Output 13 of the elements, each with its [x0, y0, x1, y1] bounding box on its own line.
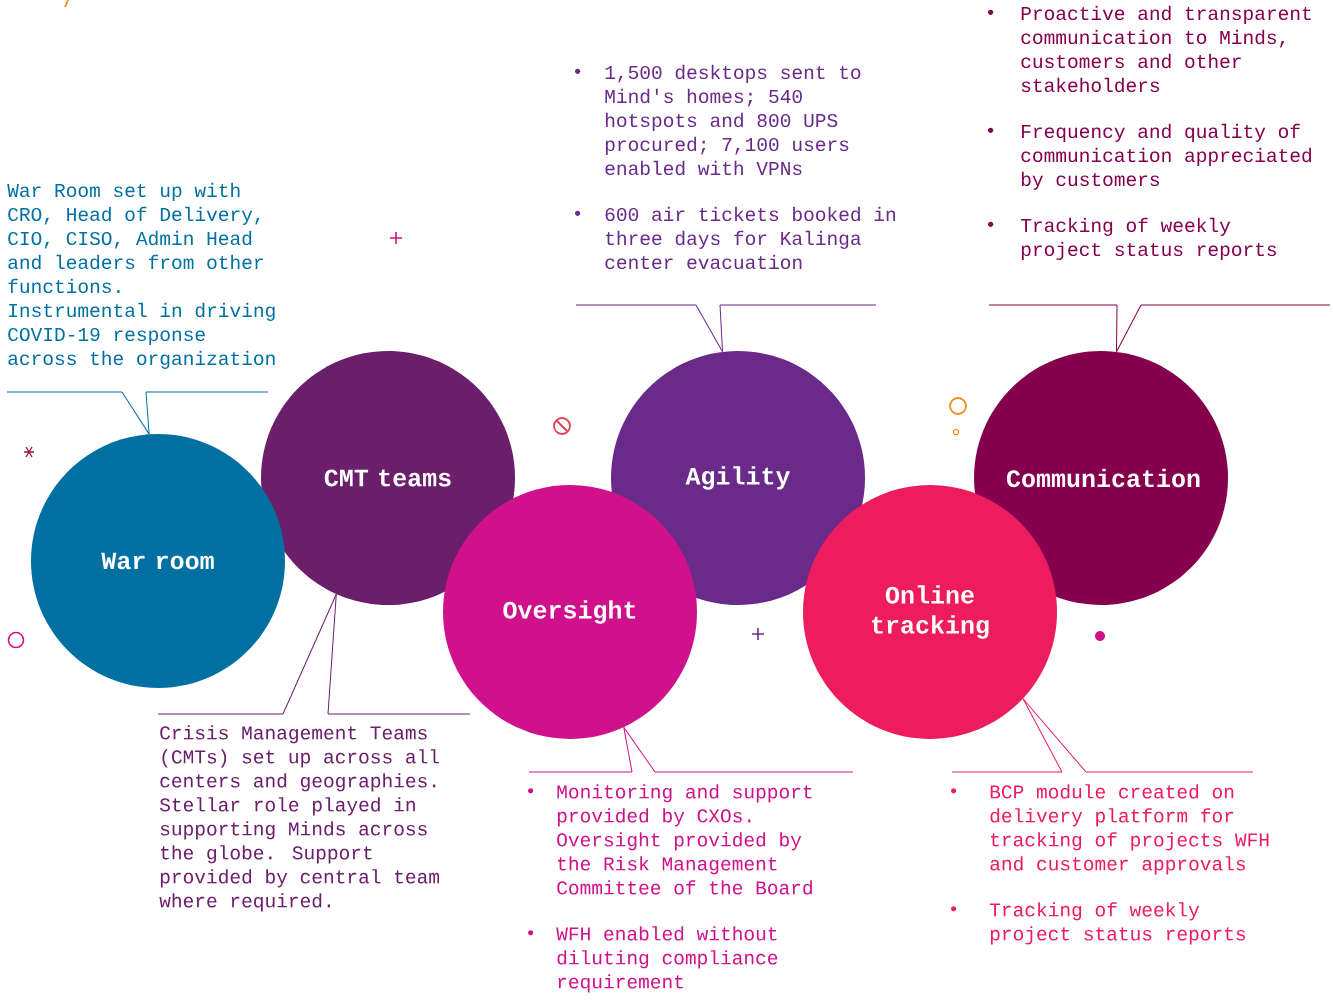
node-label: Tracking of weekly project status reports	[1020, 217, 1276, 260]
speech-callout: 1,500 desktops sent to Mind's homes; 540 hotspots and 800 UPS procured; 7,100 users enabled with VPNs 600 air tickets booked in three days for Kalinga center evacuation	[575, 64, 895, 306]
node-label: 600 air tickets booked in three days for Kalinga center evacuation	[605, 206, 895, 270]
node-label: Frequency and quality of communication appreciated by customers	[1021, 123, 1311, 190]
node-label: WFH enabled without diluting compliance requirement	[556, 926, 778, 993]
node-label: Monitoring and support provided by CXOs. Oversight provided by the Risk Management Committee of the Board	[557, 784, 812, 895]
speech-callout: Monitoring and support provided by CXOs. Oversight provided by the Risk Management Committee of the Board WFH enabled without diluting compliance requirement	[528, 771, 854, 993]
node-label: 1,500 desktops sent to Mind's homes; 540 hotspots and 800 UPS procured; 7,100 users enabled with VPNs	[605, 64, 861, 176]
speech-callout: BCP module created on delivery platform for tracking of projects WFH and customer approvals Tracking of weekly project status reports	[951, 771, 1269, 945]
node-label: Proactive and transparent communication to Minds, customers and other stakeholders	[1021, 5, 1311, 93]
node-label: BCP module created on delivery platform for tracking of projects WFH and customer approvals	[990, 784, 1269, 875]
speech-callout: Proactive and transparent communication to Minds, customers and other stakeholders Frequency and quality of communication appreciated by customers Tracking of weekly project status reports	[988, 5, 1331, 306]
node-label: Tracking of weekly project status reports	[989, 902, 1245, 945]
